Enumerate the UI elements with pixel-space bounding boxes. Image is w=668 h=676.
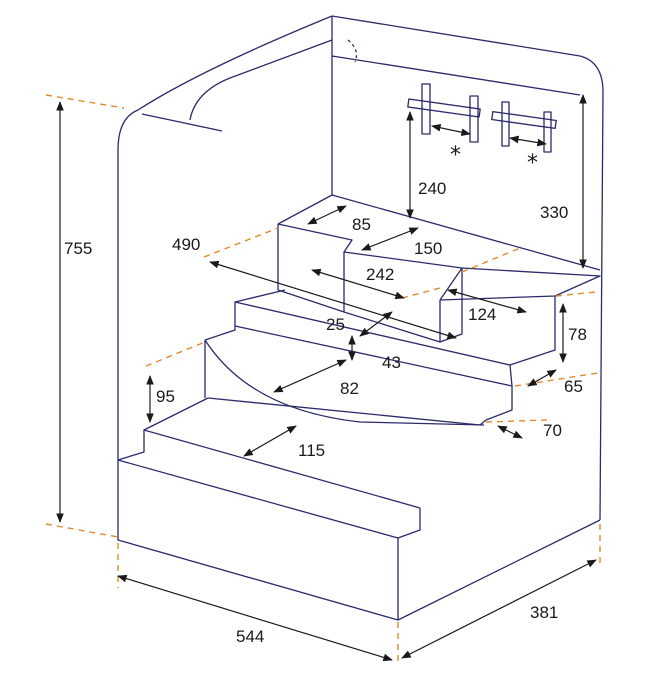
- unit-outline: [117, 15, 604, 621]
- label-depth: 381: [530, 603, 558, 622]
- dimension-arrows: [56, 94, 597, 662]
- label-lower-step-height: 95: [156, 387, 175, 406]
- label-total-height: 755: [64, 239, 92, 258]
- label-bottom-step-depth: 115: [298, 441, 325, 460]
- marker-handle-left: *: [450, 143, 461, 168]
- label-handle-height: 240: [418, 179, 446, 198]
- marker-handle-right: *: [527, 151, 538, 176]
- grab-handle-left: [407, 83, 481, 143]
- label-middle-width: 242: [366, 265, 394, 284]
- label-side-depth: 65: [564, 377, 583, 396]
- grab-handle-right: [491, 101, 557, 153]
- label-bath-length: 490: [172, 235, 200, 254]
- label-small-height: 25: [326, 315, 345, 334]
- label-top-depth: 330: [540, 203, 568, 222]
- label-right-step-depth: 124: [468, 305, 496, 324]
- label-top-step-depth: 85: [352, 215, 371, 234]
- label-lower-step-offset: 70: [543, 421, 562, 440]
- label-top-step-width: 150: [414, 239, 442, 258]
- label-step-offset: 43: [382, 353, 401, 372]
- label-seat-depth: 82: [340, 379, 359, 398]
- label-width: 544: [236, 627, 264, 646]
- label-right-step-height: 78: [568, 325, 587, 344]
